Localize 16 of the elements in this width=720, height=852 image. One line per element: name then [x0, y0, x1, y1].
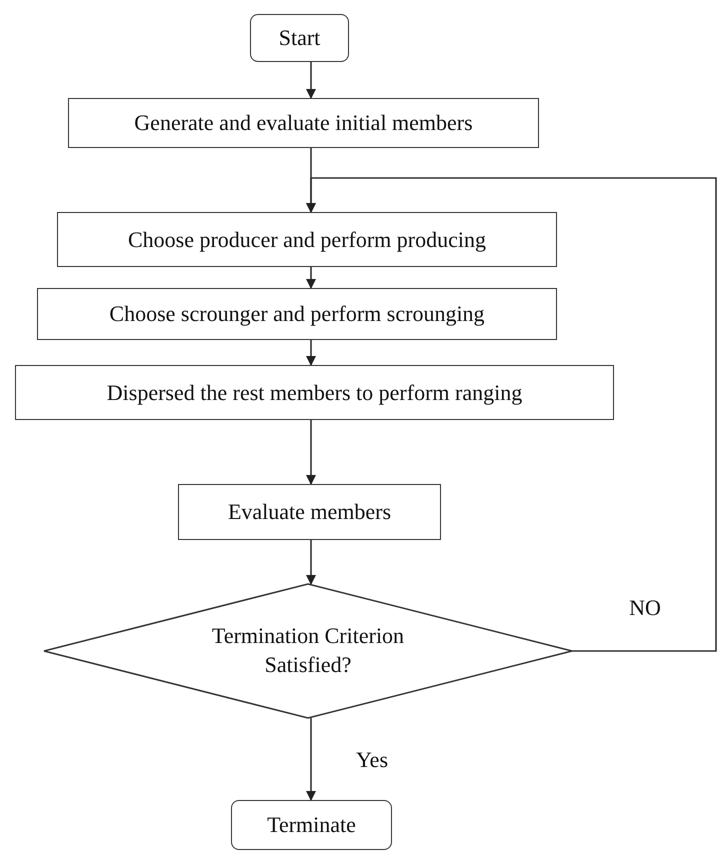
arrow — [306, 420, 316, 485]
process-box: Dispersed the rest members to perform ranging — [15, 365, 614, 420]
decision-diamond — [43, 583, 573, 719]
process-box: Evaluate members — [178, 484, 441, 540]
terminal-box: Start — [250, 14, 349, 62]
terminal-box: Terminate — [231, 800, 392, 850]
arrow — [306, 540, 316, 585]
arrow — [306, 267, 316, 289]
process-box: Choose scrounger and perform scrounging — [37, 288, 557, 340]
arrow — [306, 718, 316, 801]
process-box: Choose producer and perform producing — [57, 212, 557, 267]
arrow — [306, 62, 316, 99]
decision-text: Termination Criterion Satisfied? — [210, 622, 406, 679]
arrow — [306, 177, 717, 652]
process-box: Generate and evaluate initial members — [68, 98, 539, 148]
arrow — [306, 340, 316, 366]
